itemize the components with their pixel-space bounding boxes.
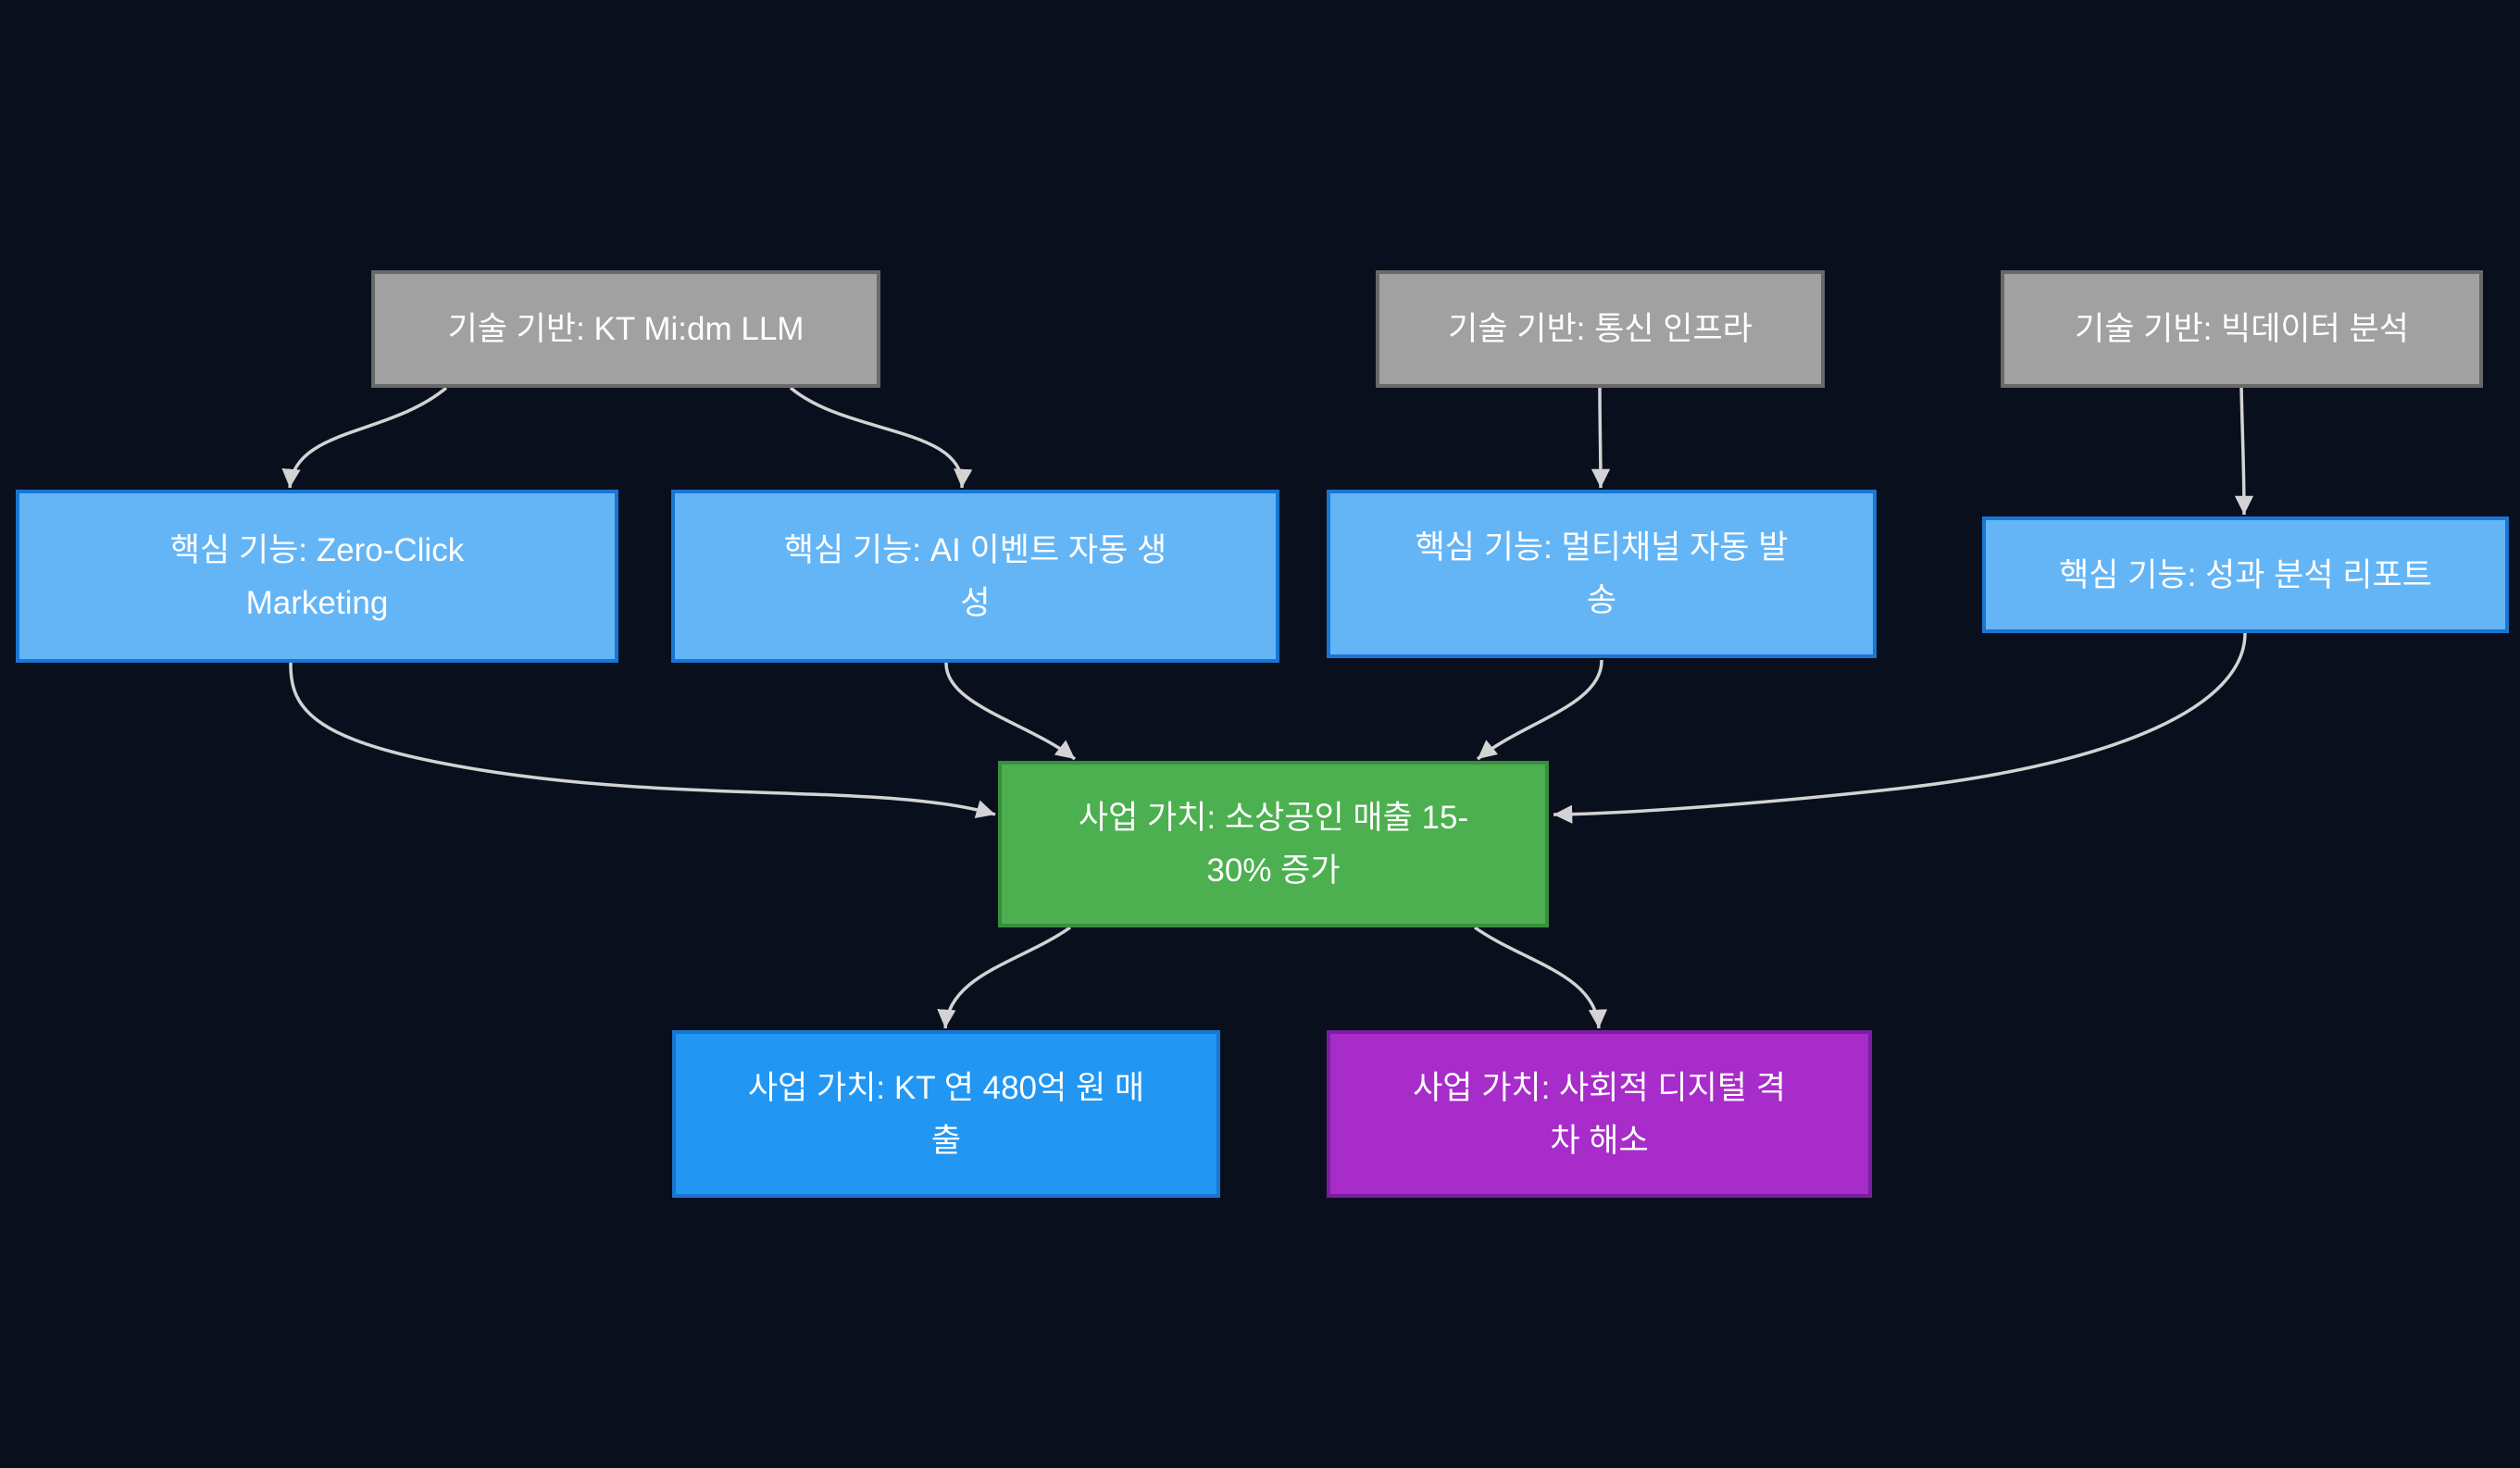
node-tech-kt-midm-llm: 기술 기반: KT Mi:dm LLM [371, 270, 880, 388]
node-label: Marketing [245, 584, 389, 621]
node-label: 핵심 기능: 멀티채널 자동 발 [1415, 529, 1789, 566]
edge-multichannel-to-sales-increase [1476, 659, 1603, 761]
node-label: 핵심 기능: Zero-Click [169, 531, 465, 568]
edge-sales-increase-to-digital-gap [1473, 926, 1608, 1029]
node-label: 사업 가치: KT 연 480억 원 매 [747, 1069, 1145, 1106]
node-label: 핵심 기능: 성과 분석 리포트 [2059, 556, 2432, 593]
node-feature-analytics-report: 핵심 기능: 성과 분석 리포트 [1982, 516, 2509, 633]
node-feature-ai-event: 핵심 기능: AI 이벤트 자동 생 성 [671, 490, 1279, 663]
edge-sales-increase-to-kt-revenue [937, 926, 1072, 1029]
edge-zero-click-to-sales-increase [289, 662, 996, 818]
node-label: 기술 기반: KT Mi:dm LLM [447, 311, 805, 347]
node-label: 핵심 기능: AI 이벤트 자동 생 [783, 531, 1167, 568]
node-label: 송 [1586, 582, 1617, 618]
edge-bigdata-to-analytics-report [2234, 387, 2254, 516]
node-label: 사업 가치: 소상공인 매출 15- [1078, 800, 1469, 836]
node-value-kt-revenue: 사업 가치: KT 연 480억 원 매 출 [672, 1030, 1220, 1198]
node-feature-zero-click: 핵심 기능: Zero-Click Marketing [16, 490, 618, 663]
node-label: 성 [960, 584, 991, 621]
node-value-digital-gap: 사업 가치: 사회적 디지털 격 차 해소 [1327, 1030, 1872, 1198]
edge-telecom-infra-to-multichannel [1591, 387, 1611, 489]
node-tech-telecom-infra: 기술 기반: 통신 인프라 [1376, 270, 1825, 388]
edge-tech-llm-to-ai-event [789, 386, 973, 489]
node-feature-multichannel: 핵심 기능: 멀티채널 자동 발 송 [1327, 490, 1877, 658]
edge-group [281, 386, 2254, 1029]
node-label: 출 [930, 1122, 962, 1159]
node-label: 차 해소 [1550, 1122, 1649, 1159]
node-value-sales-increase: 사업 가치: 소상공인 매출 15- 30% 증가 [998, 761, 1549, 927]
node-label: 사업 가치: 사회적 디지털 격 [1413, 1069, 1786, 1106]
edge-analytics-report-to-sales-increase [1553, 632, 2247, 824]
node-tech-bigdata-analytics: 기술 기반: 빅데이터 분석 [2001, 270, 2483, 388]
edge-tech-llm-to-zero-click [281, 386, 448, 489]
edge-ai-event-to-sales-increase [944, 662, 1077, 761]
node-label: 기술 기반: 빅데이터 분석 [2075, 311, 2409, 347]
node-label: 기술 기반: 통신 인프라 [1448, 311, 1753, 347]
node-label: 30% 증가 [1206, 852, 1341, 889]
